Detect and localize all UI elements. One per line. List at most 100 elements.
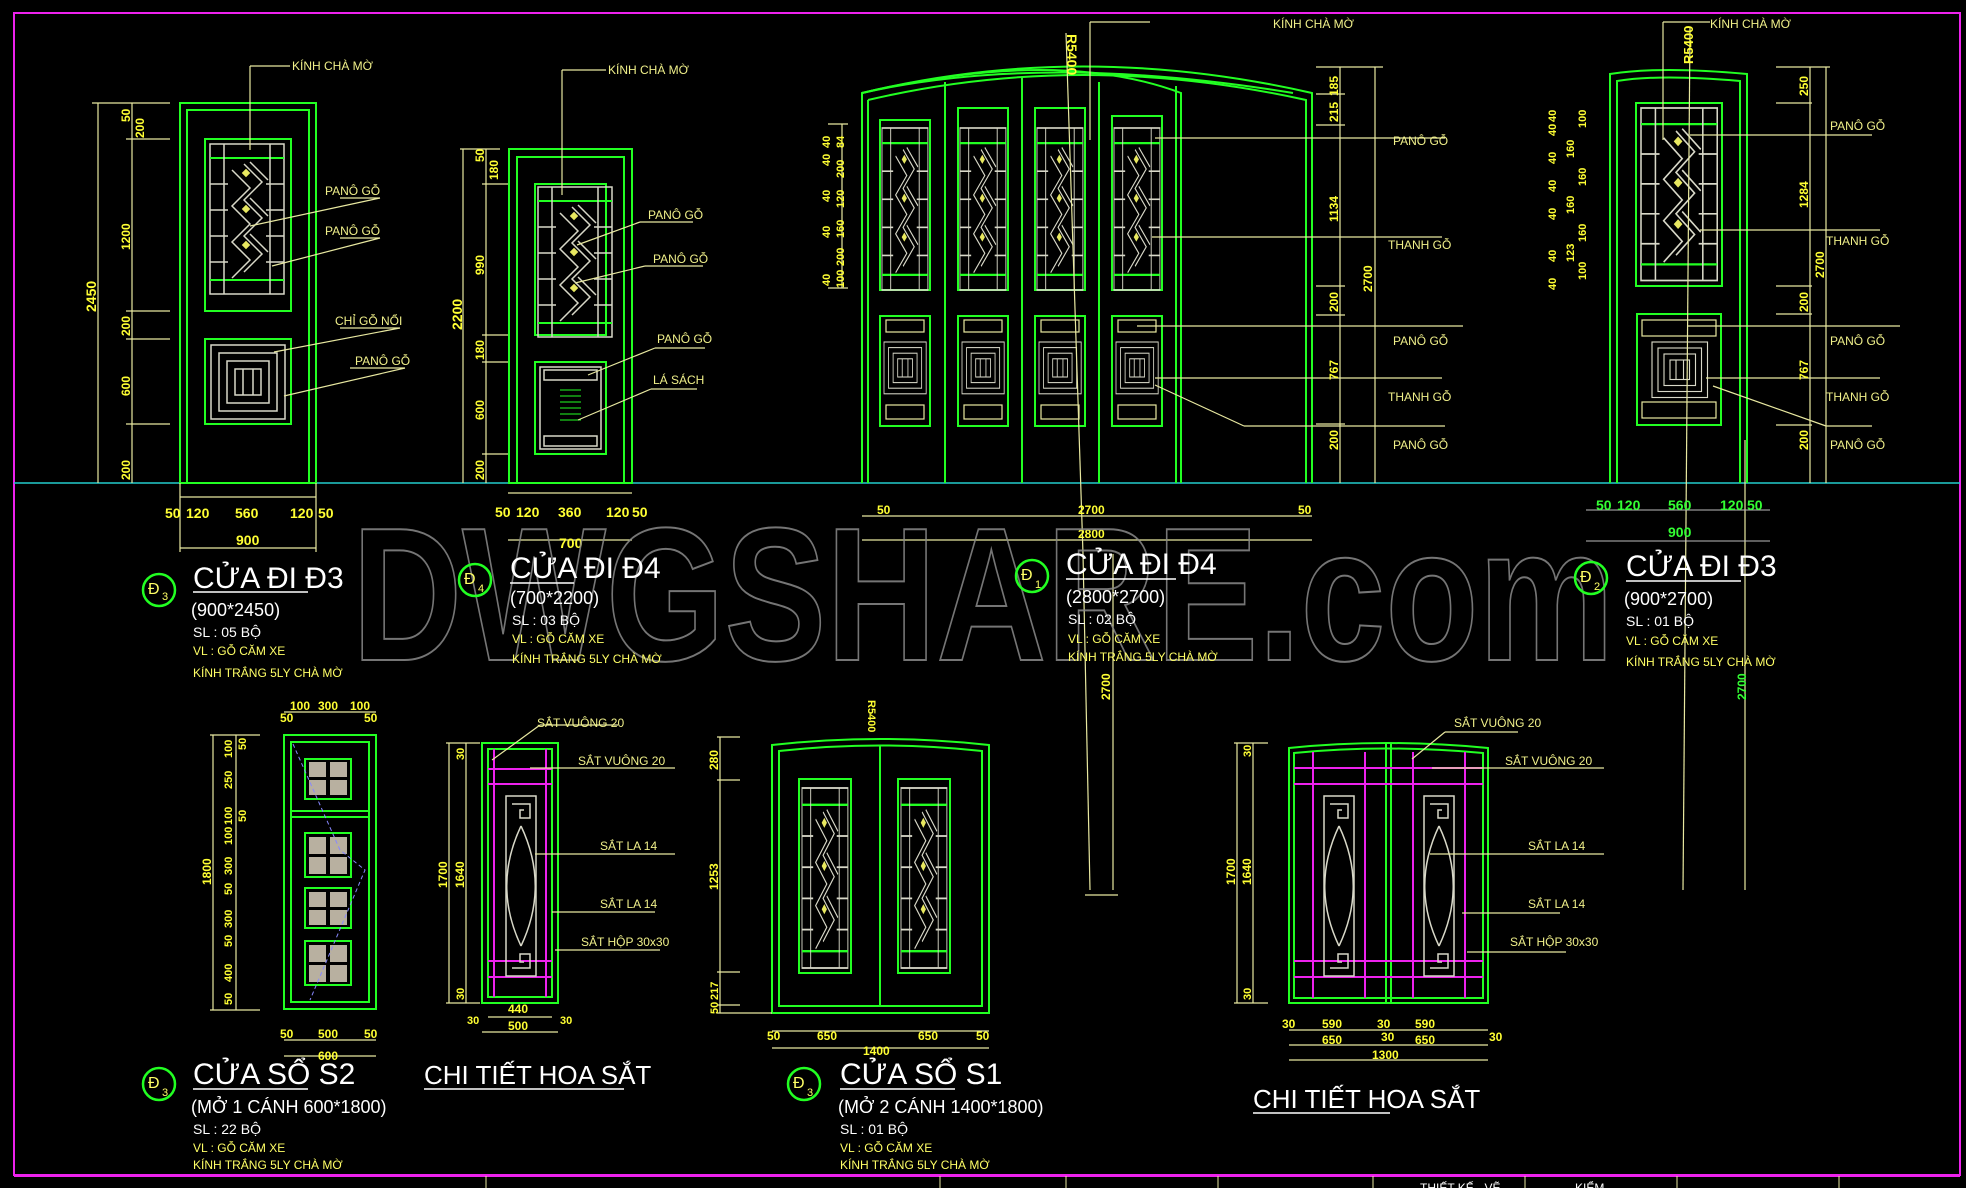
title-block: THIẾT KẾ - VẼ KIỂM [485,1176,1840,1188]
window-material: VL : GỖ CĂM XE [840,1140,932,1155]
detail1-dim: 30 [455,748,467,760]
label-kinh-cha-mo: KÍNH CHÀ MỜ [1710,16,1792,31]
d2-dim: 200 [1797,292,1811,312]
door-material: VL : GỖ CĂM XE [193,643,285,658]
s1-dim: 50 [976,1029,990,1043]
label-pano-go: PANÔ GỖ [355,353,410,368]
door-material: VL : GỖ CĂM XE [512,631,604,646]
iron-detail-double [1234,731,1604,1061]
window-title: CỬA SỔ S2 [193,1057,355,1091]
svg-text:40: 40 [821,154,833,166]
detail2-dim: 650 [1322,1033,1342,1047]
d4-dim-total-height: 2200 [449,299,465,330]
d2-dim-total-height: 2700 [1813,251,1827,278]
svg-text:40: 40 [1547,208,1559,220]
detail1-dim: 30 [467,1015,479,1027]
label-sat-vuong-20: SẮT VUÔNG 20 [578,753,665,768]
label-kinh-cha-mo: KÍNH CHÀ MỜ [292,58,374,73]
svg-text:84: 84 [835,135,847,148]
d3-dim: 200 [119,460,133,480]
d1-dim-vertical-2700: 2700 [1099,673,1113,700]
d4-dim: 120 [606,504,630,520]
d2-dim: 1284 [1797,181,1811,208]
tag-letter: Đ [148,581,160,598]
svg-text:50: 50 [237,810,249,822]
label-thanh-go: THANH GỖ [1388,389,1451,404]
window-qty: SL : 01 BỘ [840,1121,908,1137]
d2-dim: 200 [1797,430,1811,450]
d1-dim: 1134 [1327,196,1341,222]
iron-detail-single [446,724,675,1033]
window-material: VL : GỖ CĂM XE [193,1140,285,1155]
d4-dim: 180 [473,340,487,360]
detail1-dim: 440 [508,1002,528,1016]
svg-text:40: 40 [1547,250,1559,262]
d3-dim: 50 [119,108,133,122]
door-glass: KÍNH TRẮNG 5LY CHÀ MỜ [512,651,662,666]
s2-dim: 50 [280,711,294,725]
door-title: CỬA ĐI Đ4 [1066,547,1217,581]
door-glass: KÍNH TRẮNG 5LY CHÀ MỜ [193,665,343,680]
d4-dim: 200 [473,460,487,480]
svg-text:160: 160 [1577,224,1589,242]
svg-text:200: 200 [835,160,847,178]
detail-title: CHI TIẾT HOA SẮT [424,1060,651,1090]
svg-text:100: 100 [1577,110,1589,128]
label-sat-hop: SẮT HỘP 30x30 [581,934,670,949]
label-kinh-cha-mo: KÍNH CHÀ MỜ [608,62,690,77]
detail2-dim-total-width: 1300 [1372,1048,1399,1062]
label-pano-go: PANÔ GỖ [1393,437,1448,452]
title-block-designer: THIẾT KẾ - VẼ [1420,1180,1500,1188]
detail2-dim: 30 [1377,1017,1391,1031]
s2-dim-stack: 100 250 100 100 300 50 300 50 400 50 50 … [223,738,249,1005]
label-sat-vuong-20: SẮT VUÔNG 20 [1454,715,1541,730]
label-pano-go: PANÔ GỖ [1393,333,1448,348]
d2-dim: 120 [1720,497,1744,513]
d3-dim-total-height: 2450 [83,281,99,312]
door-size: (900*2700) [1624,589,1713,609]
svg-text:160: 160 [1577,168,1589,186]
detail2-dim: 30 [1489,1030,1503,1044]
label-pano-go: PANÔ GỖ [1830,118,1885,133]
d1-dim: 767 [1327,360,1341,380]
d4-dim: 990 [473,255,487,275]
d2-dim: 250 [1797,76,1811,96]
d4-dim-total-width: 700 [559,535,583,551]
door-size: (2800*2700) [1066,587,1165,607]
label-pano-go: PANÔ GỖ [653,251,708,266]
d2-dim: 120 [1617,497,1641,513]
label-pano-go: PANÔ GỖ [1830,437,1885,452]
s1-dim: 650 [817,1029,837,1043]
svg-text:400: 400 [223,964,235,982]
d2-dim: 50 [1747,497,1763,513]
window-glass: KÍNH TRẮNG 5LY CHÀ MỜ [193,1157,343,1172]
detail2-dim: 590 [1415,1017,1435,1031]
door-material: VL : GỖ CĂM XE [1068,631,1160,646]
detail1-dim-total-height: 1700 [436,861,450,888]
svg-text:160: 160 [835,220,847,238]
label-sat-vuong-20: SẮT VUÔNG 20 [1505,753,1592,768]
s1-dim: 280 [707,750,721,770]
label-thanh-go: THANH GỖ [1826,233,1889,248]
title-iron-detail-2: CHI TIẾT HOA SẮT [1253,1084,1480,1114]
tag-letter: Đ [1580,569,1592,586]
detail2-dim: 30 [1242,745,1254,757]
d3-dim: 200 [133,118,147,138]
window-title: CỬA SỔ S1 [840,1057,1002,1091]
door-size: (900*2450) [191,600,280,620]
tag-letter: Đ [464,571,476,588]
detail2-dim: 30 [1381,1030,1395,1044]
svg-text:40: 40 [821,226,833,238]
detail2-dim-inner-height: 1640 [1240,858,1254,885]
tag-number: 1 [1035,579,1041,591]
door-title: CỬA ĐI Đ4 [510,551,661,585]
detail2-dim-total-height: 1700 [1224,858,1238,885]
window-s2-elevation [210,711,377,1057]
label-chi-go-noi: CHỈ GỖ NỔI [335,313,402,328]
door-d4-elevation [460,69,705,541]
d3-dim: 560 [235,505,259,521]
label-pano-go: PANÔ GỖ [325,223,380,238]
door-title: CỬA ĐI Đ3 [193,561,344,595]
title-window-s2: Đ 3 CỬA SỔ S2 (MỞ 1 CÁNH 600*1800) SL : … [141,1057,387,1172]
